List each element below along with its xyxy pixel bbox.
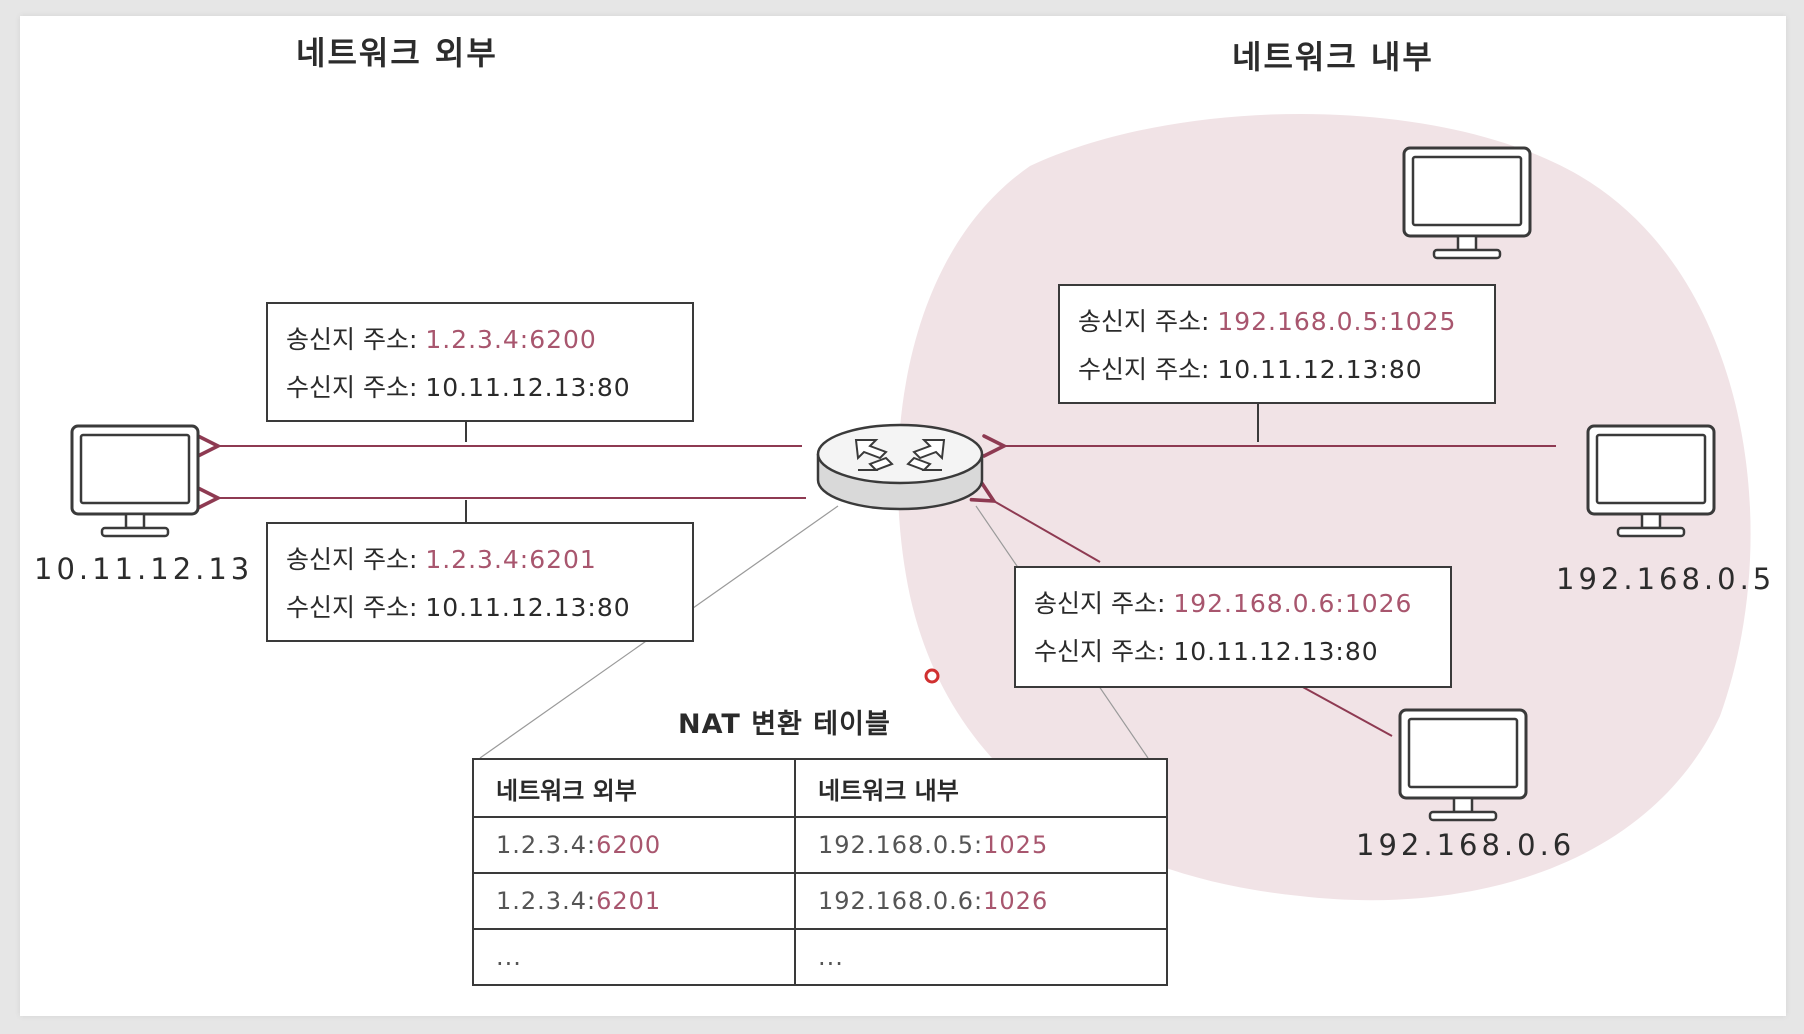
- heading-network-outside: 네트워크 외부: [296, 34, 498, 72]
- router-icon: [816, 423, 984, 511]
- destination-label: 수신지 주소:: [286, 373, 418, 402]
- arrow-internal-b-stem: [1289, 679, 1393, 737]
- packet-destination-row: 수신지 주소: 10.11.12.13:80: [1078, 346, 1494, 394]
- host-ip-internal-b: 192.168.0.6: [1356, 828, 1576, 862]
- heading-network-inside: 네트워크 내부: [1232, 38, 1434, 76]
- monitor-icon-external: [70, 424, 200, 538]
- cell-inside-address: ...: [794, 928, 1168, 986]
- cell-outside-address: 1.2.3.4:6201: [472, 872, 796, 930]
- nat-translation-table: 네트워크 외부 네트워크 내부 1.2.3.4:6200 192.168.0.5…: [472, 758, 1168, 986]
- host-ip-external: 10.11.12.13: [34, 552, 254, 586]
- packet-destination-row: 수신지 주소: 10.11.12.13:80: [286, 364, 692, 412]
- cell-outside-address: ...: [472, 928, 796, 986]
- destination-address: 10.11.12.13:80: [1217, 355, 1423, 384]
- packet-destination-row: 수신지 주소: 10.11.12.13:80: [1034, 628, 1450, 676]
- source-label: 송신지 주소:: [1034, 589, 1166, 618]
- cell-outside-address: 1.2.3.4:6200: [472, 816, 796, 874]
- table-header-row: 네트워크 외부 네트워크 내부: [472, 758, 1168, 818]
- source-address: 1.2.3.4:6200: [425, 325, 597, 354]
- column-header-inside: 네트워크 내부: [794, 758, 1168, 818]
- source-address: 1.2.3.4:6201: [425, 545, 597, 574]
- destination-address: 10.11.12.13:80: [1173, 637, 1379, 666]
- source-address: 192.168.0.6:1026: [1173, 589, 1413, 618]
- source-address: 192.168.0.5:1025: [1217, 307, 1457, 336]
- cell-inside-address: 192.168.0.6:1026: [794, 872, 1168, 930]
- cursor-dot: [924, 668, 940, 684]
- address-port: 1025: [983, 831, 1049, 859]
- diagram-canvas: 네트워크 외부 네트워크 내부 10.11.12.13 192.168.0.5 …: [20, 16, 1786, 1016]
- address-base: ...: [496, 943, 522, 971]
- packet-in-b: 송신지 주소: 192.168.0.6:1026 수신지 주소: 10.11.1…: [1014, 566, 1452, 688]
- address-base: ...: [818, 943, 844, 971]
- host-ip-internal-a: 192.168.0.5: [1556, 562, 1776, 596]
- destination-label: 수신지 주소:: [1078, 355, 1210, 384]
- address-port: 6200: [596, 831, 662, 859]
- address-base: 192.168.0.6:: [818, 887, 984, 915]
- address-port: 6201: [596, 887, 662, 915]
- table-row: ... ...: [472, 928, 1168, 986]
- source-label: 송신지 주소:: [1078, 307, 1210, 336]
- address-base: 192.168.0.5:: [818, 831, 984, 859]
- source-label: 송신지 주소:: [286, 545, 418, 574]
- destination-address: 10.11.12.13:80: [425, 593, 631, 622]
- address-port: 1026: [983, 887, 1049, 915]
- packet-destination-row: 수신지 주소: 10.11.12.13:80: [286, 584, 692, 632]
- cell-inside-address: 192.168.0.5:1025: [794, 816, 1168, 874]
- destination-address: 10.11.12.13:80: [425, 373, 631, 402]
- nat-table-title: NAT 변환 테이블: [678, 709, 891, 740]
- packet-source-row: 송신지 주소: 1.2.3.4:6201: [286, 536, 692, 584]
- packet-out-a: 송신지 주소: 1.2.3.4:6200 수신지 주소: 10.11.12.13…: [266, 302, 694, 422]
- packet-in-a: 송신지 주소: 192.168.0.5:1025 수신지 주소: 10.11.1…: [1058, 284, 1496, 404]
- table-row: 1.2.3.4:6201 192.168.0.6:1026: [472, 872, 1168, 930]
- table-row: 1.2.3.4:6200 192.168.0.5:1025: [472, 816, 1168, 874]
- packet-source-row: 송신지 주소: 1.2.3.4:6200: [286, 316, 692, 364]
- destination-label: 수신지 주소:: [286, 593, 418, 622]
- packet-out-b: 송신지 주소: 1.2.3.4:6201 수신지 주소: 10.11.12.13…: [266, 522, 694, 642]
- address-base: 1.2.3.4:: [496, 831, 597, 859]
- source-label: 송신지 주소:: [286, 325, 418, 354]
- destination-label: 수신지 주소:: [1034, 637, 1166, 666]
- packet-source-row: 송신지 주소: 192.168.0.6:1026: [1034, 580, 1450, 628]
- arrow-internal-b-to-router: [992, 500, 1101, 563]
- column-header-outside: 네트워크 외부: [472, 758, 796, 818]
- address-base: 1.2.3.4:: [496, 887, 597, 915]
- packet-source-row: 송신지 주소: 192.168.0.5:1025: [1078, 298, 1494, 346]
